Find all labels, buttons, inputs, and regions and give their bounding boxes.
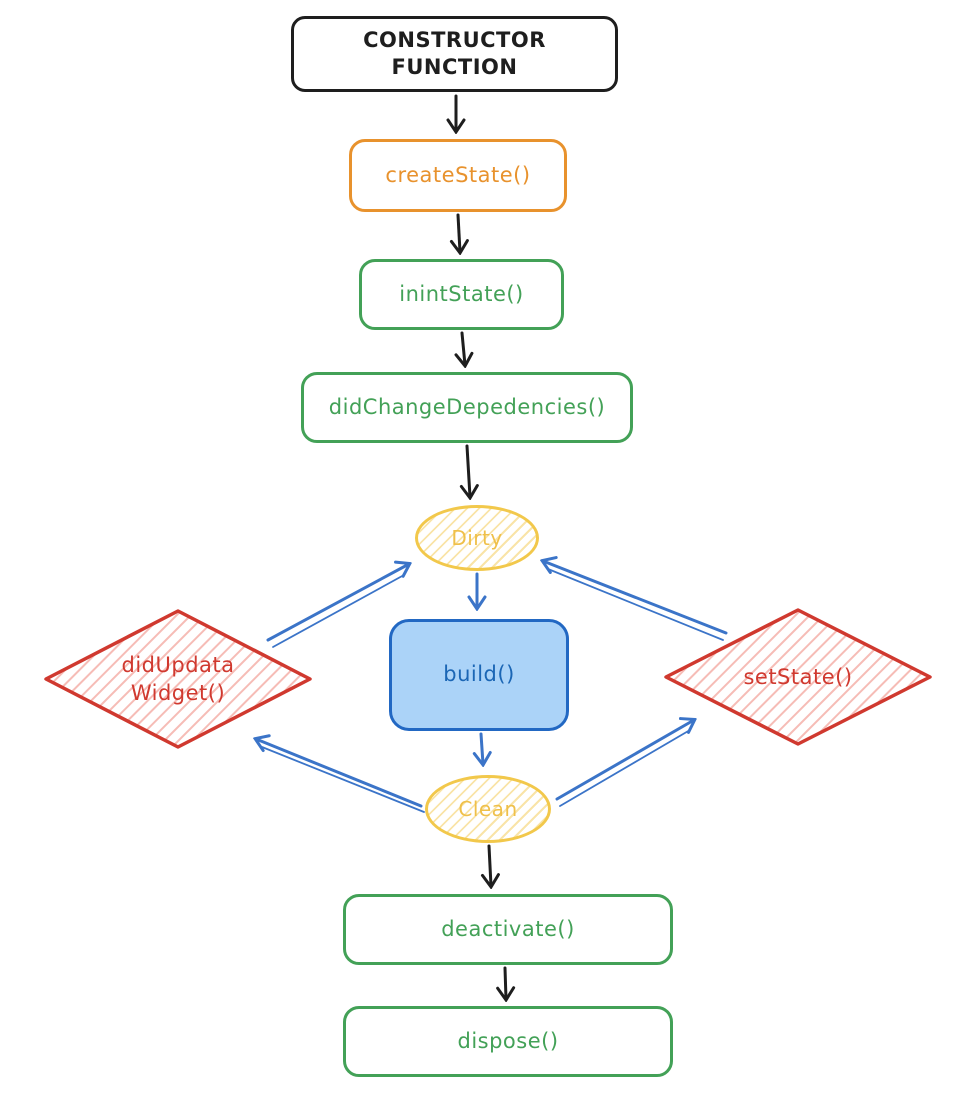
dispose-label: dispose() (457, 1028, 559, 1053)
init-state-label: inintState() (399, 281, 524, 306)
edge-clean-deactivate[interactable] (489, 844, 491, 886)
constructor-label-line2: FUNCTION (391, 55, 518, 79)
constructor-label-line1: CONSTRUCTOR (363, 27, 546, 52)
edge-deactivate-dispose[interactable] (505, 966, 506, 999)
node-set-state[interactable]: setState() (662, 606, 934, 748)
create-state-label: createState() (385, 162, 531, 187)
node-deactivate[interactable]: deactivate() (343, 894, 673, 965)
node-did-update-widget[interactable]: didUpdata Widget() (42, 607, 314, 751)
diamond-shape (664, 608, 932, 746)
deactivate-label: deactivate() (441, 916, 575, 941)
diamond-shape (44, 609, 312, 749)
did-update-widget-label-line1: didUpdata (121, 652, 235, 677)
did-change-dependencies-label: didChangeDepedencies() (328, 394, 606, 419)
clean-label: Clean (458, 797, 518, 821)
node-create-state[interactable]: createState() (349, 139, 567, 212)
build-label: build() (443, 662, 515, 687)
node-constructor-function[interactable]: CONSTRUCTOR FUNCTION (291, 16, 618, 92)
dirty-label: Dirty (451, 526, 503, 550)
node-build[interactable]: build() (389, 619, 569, 731)
node-dirty-state[interactable]: Dirty (415, 505, 539, 571)
edge-initstate-didchange[interactable] (462, 331, 465, 365)
edge-build-clean[interactable] (481, 732, 483, 764)
did-update-widget-label-line2: Widget() (130, 681, 226, 705)
set-state-label: setState() (743, 664, 853, 689)
node-dispose[interactable]: dispose() (343, 1006, 673, 1077)
node-clean-state[interactable]: Clean (425, 775, 551, 843)
node-init-state[interactable]: inintState() (359, 259, 564, 330)
edge-didchange-dirty[interactable] (467, 444, 470, 497)
edge-createstate-initstate[interactable] (458, 213, 460, 252)
node-did-change-dependencies[interactable]: didChangeDepedencies() (301, 372, 633, 443)
